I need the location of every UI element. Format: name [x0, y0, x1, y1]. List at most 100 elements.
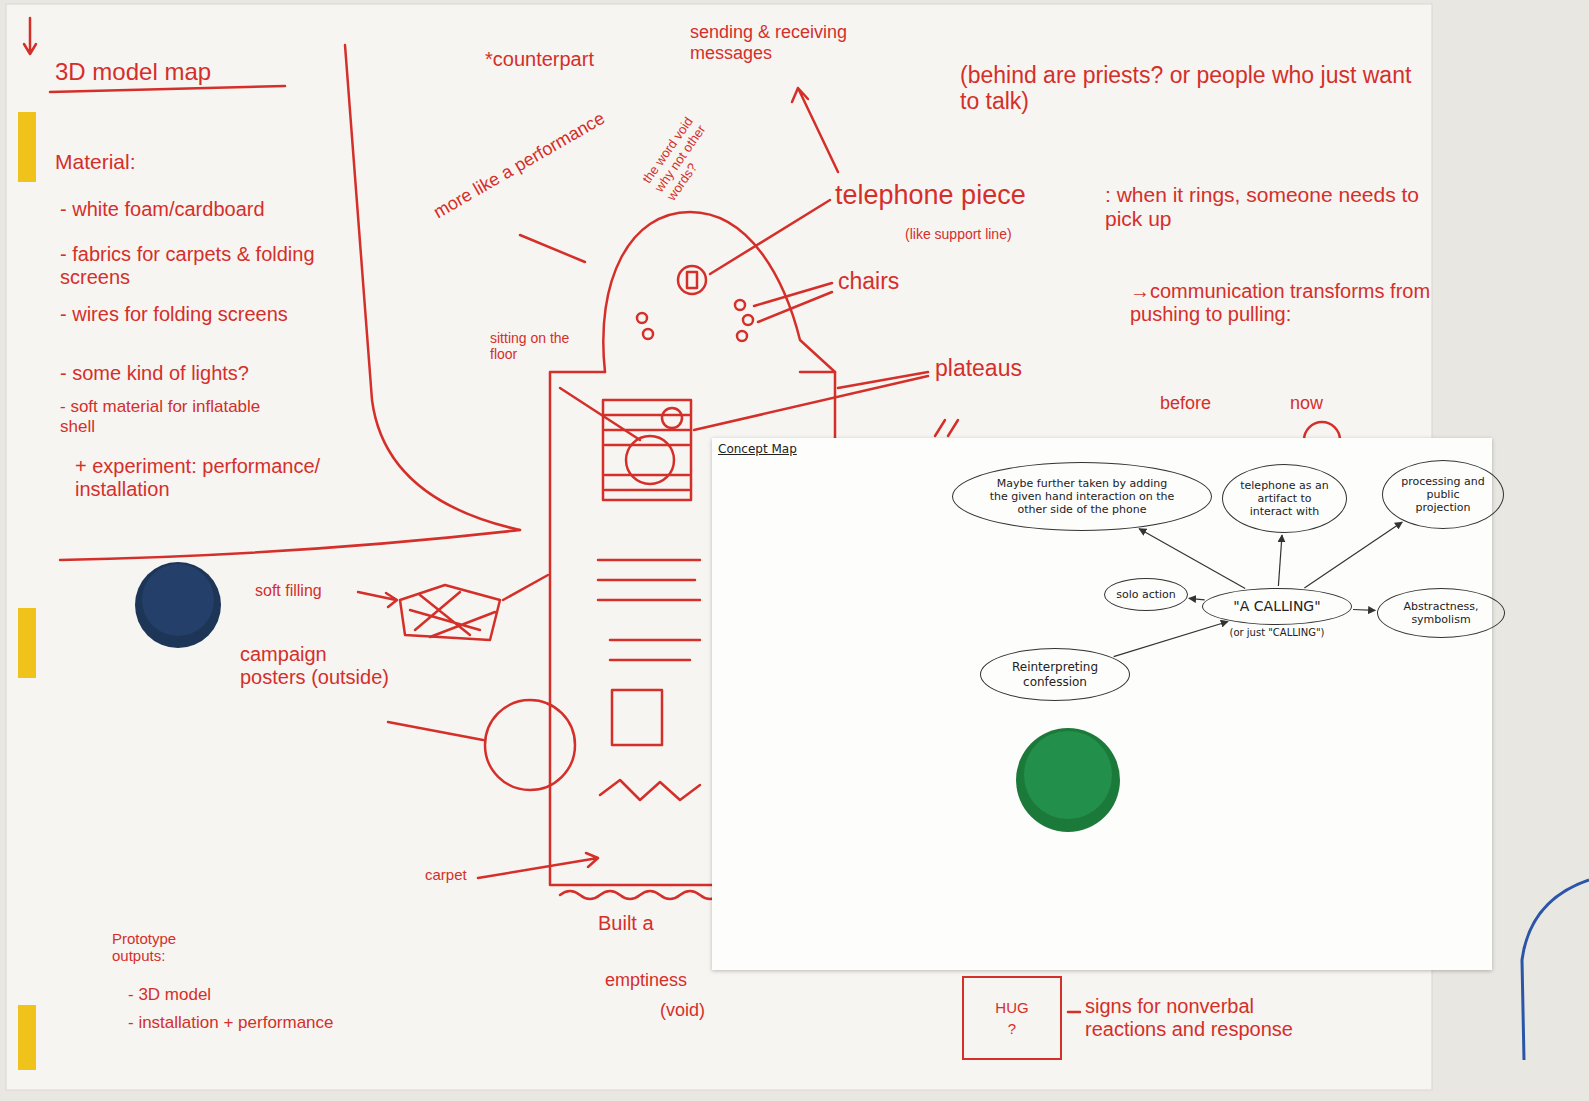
chair — [643, 329, 653, 339]
sign-text: ? — [1008, 1018, 1016, 1039]
telephone-symbol — [687, 272, 697, 288]
ellipse-outline: processing and public projection — [1382, 460, 1504, 529]
handwritten-note: Built a — [598, 912, 654, 935]
handwritten-note: now — [1290, 393, 1323, 414]
handwritten-note: chairs — [838, 268, 899, 294]
handwritten-note: - soft material for inflatable shell — [60, 397, 280, 436]
handwritten-note: - installation + performance — [128, 1013, 334, 1033]
ellipse-text: "A CALLING" — [1223, 598, 1331, 615]
sign-text: HUG — [995, 997, 1028, 1018]
ellipse-outline: Reinterpreting confession — [980, 648, 1130, 701]
leader-line — [710, 200, 830, 274]
chair — [743, 315, 753, 325]
leader-line — [754, 283, 832, 322]
handwritten-note: - white foam/cardboard — [60, 198, 265, 221]
ellipse-text: Maybe further taken by adding the given … — [989, 477, 1176, 517]
handwritten-note: carpet — [425, 866, 467, 883]
divider — [60, 530, 520, 560]
circle — [662, 408, 682, 428]
handwritten-note: Prototype outputs: — [112, 930, 212, 965]
concept-ellipse: Abstractness, symbolism — [1377, 588, 1505, 638]
arrow — [792, 88, 838, 172]
handwritten-note: : when it rings, someone needs to pick u… — [1105, 183, 1435, 231]
circle — [626, 436, 674, 484]
chair — [735, 300, 745, 310]
handwritten-note: *counterpart — [485, 48, 594, 71]
magnet — [142, 564, 214, 636]
magnet — [1024, 731, 1112, 819]
ellipse-text: processing and public projection — [1399, 475, 1487, 515]
paper-sheet: Concept MapMaybe further taken by adding… — [712, 438, 1492, 970]
ellipse-text: Abstractness, symbolism — [1395, 600, 1487, 626]
leader-line — [388, 722, 483, 740]
ellipse-outline: solo action — [1104, 578, 1188, 611]
window — [603, 400, 691, 500]
handwritten-note: emptiness — [605, 970, 687, 991]
underline — [50, 86, 285, 92]
handwritten-note: before — [1160, 393, 1211, 414]
ellipse-subtext: (or just "CALLING") — [1202, 627, 1352, 638]
chair — [637, 313, 647, 323]
concept-arrow — [1304, 522, 1402, 588]
sign-box: HUG? — [962, 976, 1062, 1060]
telephone-symbol — [678, 266, 706, 294]
booth-dome — [603, 212, 835, 372]
arrow — [358, 592, 397, 607]
leader-line — [560, 388, 640, 440]
ellipse-outline: "A CALLING" — [1202, 588, 1352, 625]
handwritten-note: - fabrics for carpets & folding screens — [60, 243, 320, 289]
leader-line — [520, 235, 585, 262]
handwritten-note: (like support line) — [905, 226, 1012, 242]
concept-arrow — [1114, 622, 1228, 657]
concept-ellipse: Reinterpreting confession — [980, 648, 1130, 701]
handwritten-note: 3D model map — [55, 58, 211, 86]
chair — [737, 331, 747, 341]
ellipse-outline: telephone as an artifact to interact wit… — [1222, 464, 1347, 533]
plateau-lines — [598, 560, 700, 660]
connector-layer — [712, 438, 1492, 970]
arrow — [478, 853, 598, 878]
handwritten-note: soft filling — [255, 582, 322, 600]
concept-ellipse: "A CALLING" (or just "CALLING") — [1202, 588, 1352, 638]
handwritten-note: sitting on the floor — [490, 330, 570, 362]
concept-arrow — [1139, 529, 1245, 589]
handwritten-note: →communication transforms from pushing t… — [1130, 280, 1460, 326]
arrow — [24, 18, 36, 54]
handwritten-note: plateaus — [935, 355, 1022, 381]
handwritten-note: signs for nonverbal reactions and respon… — [1085, 995, 1315, 1041]
handwritten-note: + experiment: performance/ installation — [75, 455, 375, 501]
divider — [345, 45, 520, 530]
concept-ellipse: telephone as an artifact to interact wit… — [1222, 464, 1347, 533]
zigzag — [600, 780, 700, 800]
tape — [18, 608, 36, 678]
sheet-heading: Concept Map — [718, 442, 797, 456]
concept-arrow — [1353, 609, 1375, 611]
handwritten-note: (void) — [660, 1000, 705, 1021]
marks — [935, 420, 958, 436]
concept-ellipse: processing and public projection — [1382, 460, 1504, 529]
leader-line — [694, 372, 928, 430]
ellipse-text: telephone as an artifact to interact wit… — [1240, 479, 1330, 519]
poster-circle — [485, 700, 575, 790]
ellipse-outline: Abstractness, symbolism — [1377, 588, 1505, 638]
blue-sketch — [1522, 880, 1589, 1060]
tape — [18, 1005, 36, 1070]
concept-arrow — [1189, 598, 1205, 600]
handwritten-note: - wires for folding screens — [60, 303, 320, 326]
leader-line — [1068, 1011, 1080, 1014]
handwritten-note: - some kind of lights? — [60, 362, 249, 385]
handwritten-note: (behind are priests? or people who just … — [960, 62, 1430, 115]
handwritten-note: telephone piece — [835, 180, 1026, 211]
ellipse-outline: Maybe further taken by adding the given … — [952, 462, 1212, 531]
wave — [560, 891, 720, 899]
magnet — [135, 562, 221, 648]
handwritten-note: sending & receiving messages — [690, 22, 890, 63]
concept-ellipse: solo action — [1104, 578, 1188, 611]
ellipse-text: Reinterpreting confession — [1001, 660, 1109, 689]
handwritten-note: Material: — [55, 150, 136, 174]
soft-filling-sketch — [400, 585, 500, 640]
handwritten-note: - 3D model — [128, 985, 211, 1005]
magnet — [1016, 728, 1120, 832]
ellipse-text: solo action — [1116, 588, 1176, 601]
